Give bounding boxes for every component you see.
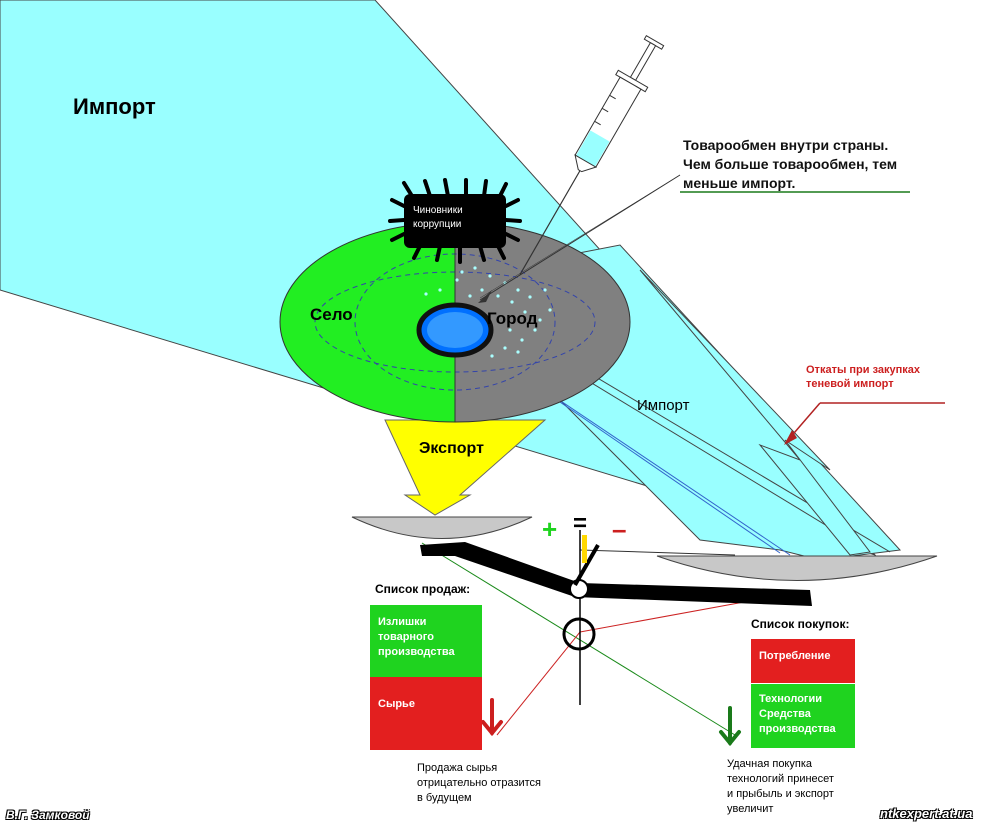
trade-dots (424, 266, 552, 358)
village-label: Село (310, 305, 353, 324)
minus-sign: – (612, 514, 627, 544)
import-title: Импорт (73, 94, 156, 119)
sales-item-raw: Сырье (370, 677, 482, 750)
purchases-item-technology: Технологии Средства производства (751, 684, 855, 748)
sales-note-line: отрицательно отразится (417, 777, 542, 789)
kickbacks-line: Откаты при закупках (806, 364, 921, 376)
left-pan (351, 516, 533, 539)
purchases-note-line: и прыбыль и экспорт (727, 788, 834, 800)
purchases-title: Список покупок: (751, 617, 850, 631)
kickback-bolt (639, 269, 871, 556)
plus-sign: + (542, 514, 558, 544)
purchases-note-line: Удачная покупка (727, 758, 812, 770)
import-small-label: Импорт (637, 397, 690, 414)
scale-beam (420, 542, 812, 606)
trade-note-line: Чем больше товарообмен, тем (683, 156, 898, 172)
author-signature: В.Г. Замковой (6, 808, 90, 822)
village-half (279, 221, 455, 423)
trade-note: Товарообмен внутри страны. Чем больше то… (683, 136, 897, 193)
purchases-note-line: технологий принесет (727, 773, 834, 785)
balance-ring (562, 617, 596, 651)
equals-sign: = (573, 510, 588, 537)
corruption-label: Чиновники коррупции (413, 205, 463, 230)
export-funnel (384, 419, 547, 516)
sales-note-line: Продажа сырья (417, 762, 498, 774)
kickbacks-note: Откаты при закупках теневой импорт (806, 363, 920, 391)
syringe-icon (519, 35, 665, 275)
trade-note-line: Товарообмен внутри страны. (683, 137, 889, 153)
site-watermark: ntkexpert.at.ua (880, 806, 973, 821)
right-pan (656, 555, 938, 581)
sales-note: Продажа сырья отрицательно отразится в б… (417, 761, 541, 806)
arrow-down-icon (719, 706, 741, 747)
purchases-note: Удачная покупка технологий принесет и пр… (727, 757, 834, 817)
scale-pivot (569, 579, 589, 599)
city-label: Город (487, 309, 538, 328)
sales-item-surplus: Излишки товарного производства (370, 605, 482, 677)
sales-note-line: в будущем (417, 792, 472, 804)
kickbacks-line: теневой импорт (806, 378, 894, 390)
corruption-bug (388, 178, 522, 264)
city-half (455, 221, 631, 423)
trade-note-line: меньше импорт. (683, 175, 796, 191)
purchases-item-consumption: Потребление (751, 639, 855, 683)
sales-title: Список продаж: (375, 582, 471, 596)
export-label: Экспорт (419, 440, 484, 457)
purchases-note-line: увеличит (727, 803, 774, 815)
arrow-down-icon (481, 698, 503, 737)
